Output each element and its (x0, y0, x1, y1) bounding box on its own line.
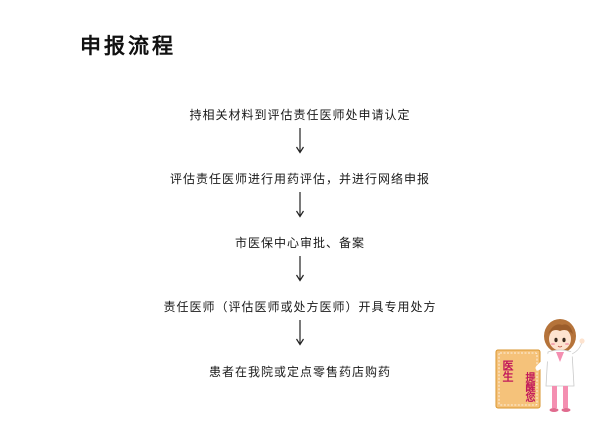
flow-step-5: 患者在我院或定点零售药店购药 (208, 365, 391, 379)
doctor-reminder-mascot: 医生 提醒您 (494, 312, 590, 416)
down-arrow-icon (295, 192, 305, 218)
down-arrow-icon (295, 256, 305, 282)
page-title: 申报流程 (80, 34, 176, 58)
flow-step-1: 持相关材料到评估责任医师处申请认定 (189, 108, 411, 122)
badge-text-left: 医生 (501, 360, 514, 382)
down-arrow-icon (295, 128, 305, 154)
down-arrow-icon (295, 320, 305, 346)
doctor-girl-icon (535, 319, 585, 412)
flow-step-4: 责任医师（评估医师或处方医师）开具专用处方 (163, 300, 437, 314)
flow-step-3: 市医保中心审批、备案 (234, 236, 365, 250)
badge-text-right: 提醒您 (523, 372, 534, 402)
reminder-badge-icon (495, 349, 541, 409)
flow-step-2: 评估责任医师进行用药评估，并进行网络申报 (169, 172, 430, 186)
